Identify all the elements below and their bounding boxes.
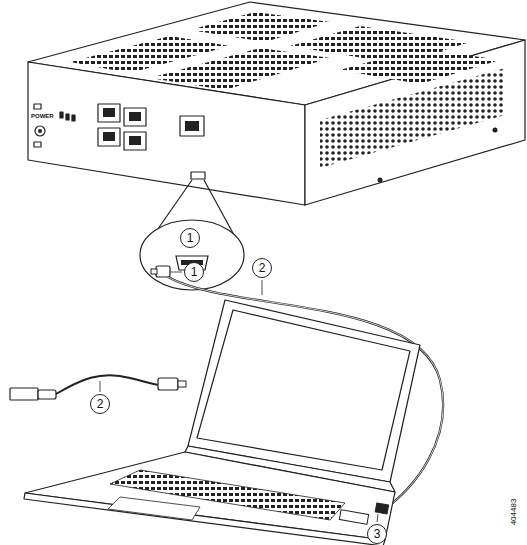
callout-number: 1 [187, 232, 194, 244]
callout-number: 2 [259, 262, 266, 274]
callout-circle: 3 [367, 524, 387, 544]
panel-label: POWER [31, 113, 54, 119]
zoom-detail [140, 180, 244, 290]
callout-circle: 1 [184, 262, 204, 282]
callout-number: 3 [374, 528, 381, 540]
callout-circle: 2 [90, 394, 110, 414]
callout-number: 1 [191, 266, 198, 278]
laptop [24, 300, 420, 545]
callout-circle: 2 [252, 258, 272, 278]
figure-number: 404483 [510, 499, 518, 526]
callout-number: 2 [97, 398, 104, 410]
device-housing [28, 2, 525, 205]
callout-circle: 1 [180, 228, 200, 248]
